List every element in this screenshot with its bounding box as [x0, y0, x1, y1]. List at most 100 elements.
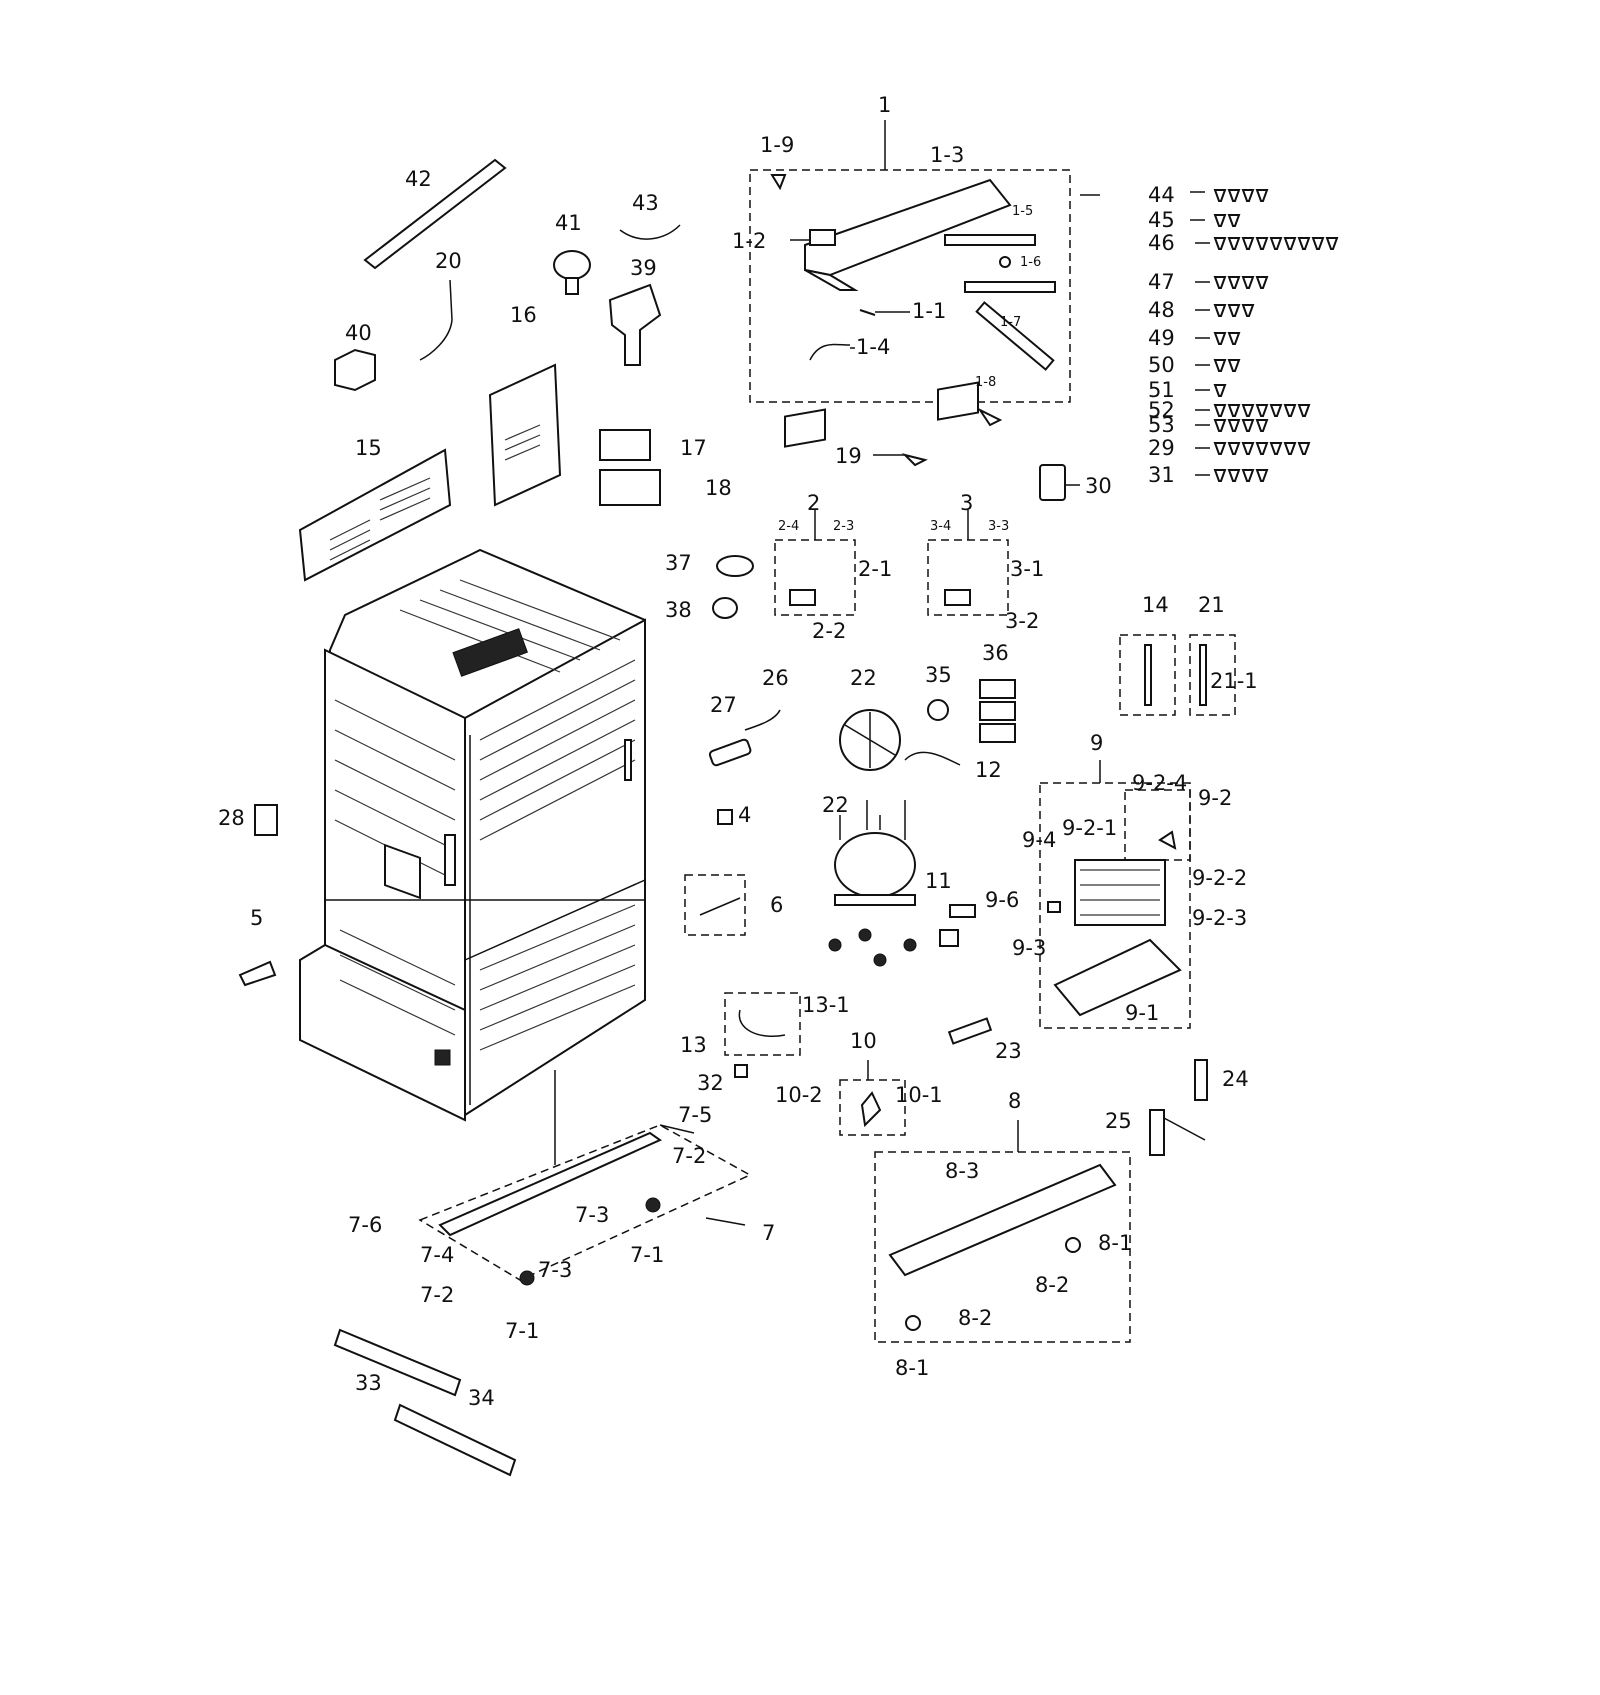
screw-icon [1255, 189, 1269, 202]
callout-labels: 1 1-9 1-3 1-5 1-2 1-6 1-1 1-7 1-4 1-8 42… [218, 93, 1258, 1410]
callout-7-3a: 7-3 [575, 1203, 609, 1227]
group-box-7 [418, 1124, 752, 1281]
part-4 [717, 809, 733, 825]
screw-icon [1213, 404, 1227, 417]
pcb-1-5 [944, 234, 1036, 246]
callout-9-4: 9-4 [1022, 828, 1056, 852]
wire-12 [904, 751, 961, 766]
screw-icon [1213, 442, 1227, 455]
hardware-label: 53 [1148, 413, 1175, 437]
screw-icon [1213, 276, 1227, 289]
callout-26: 26 [762, 666, 789, 690]
screw-icon [1227, 442, 1241, 455]
callout-7-2a: 7-2 [672, 1144, 706, 1168]
cover-1-8 [975, 301, 1055, 371]
callout-32: 32 [697, 1071, 724, 1095]
screw-icon [1255, 469, 1269, 482]
clip-below-1 [977, 407, 1003, 427]
callout-3: 3 [960, 491, 973, 515]
callout-25: 25 [1105, 1109, 1132, 1133]
part-near-11a [949, 904, 976, 918]
part-19 [901, 453, 928, 467]
callout-17: 17 [680, 436, 707, 460]
callout-18: 18 [705, 476, 732, 500]
hardware-label: 51 [1148, 378, 1175, 402]
callout-21: 21 [1198, 593, 1225, 617]
callout-42: 42 [405, 167, 432, 191]
callout-7-4: 7-4 [420, 1243, 454, 1267]
callout-28: 28 [218, 806, 245, 830]
callout-8-2b: 8-2 [958, 1306, 992, 1330]
callout-1-5: 1-5 [1012, 204, 1033, 219]
screw-icon [1213, 384, 1227, 397]
callout-9-2: 9-2 [1198, 786, 1232, 810]
screw-icon [1241, 276, 1255, 289]
hardware-label: 44 [1148, 183, 1175, 207]
callout-21-1: 21-1 [1210, 669, 1258, 693]
callout-7: 7 [762, 1221, 775, 1245]
callout-15: 15 [355, 436, 382, 460]
screw-icon [1213, 304, 1227, 317]
bracket-1-2 [809, 229, 836, 246]
callout-7-1a: 7-1 [630, 1243, 664, 1267]
group-box-9-2 [1124, 789, 1191, 861]
callout-7-3b: 7-3 [538, 1258, 572, 1282]
hardware-label: 52 [1148, 398, 1175, 422]
callout-9-2-4: 9-2-4 [1132, 771, 1187, 795]
tray-9-1 [1053, 938, 1182, 1017]
grommet-1-6 [999, 256, 1011, 268]
screw-icon [1283, 404, 1297, 417]
callout-3-3: 3-3 [988, 519, 1009, 534]
callout-2-4: 2-4 [778, 519, 799, 534]
callout-40: 40 [345, 321, 372, 345]
callout-16: 16 [510, 303, 537, 327]
callout-11: 11 [925, 869, 952, 893]
part-5 [238, 960, 277, 987]
callout-7-5: 7-5 [678, 1103, 712, 1127]
roller-7-1a [645, 1197, 661, 1213]
part-25 [1149, 1109, 1206, 1156]
screw-icon [1241, 419, 1255, 432]
callout-19: 19 [835, 444, 862, 468]
hardware-label: 31 [1148, 463, 1175, 487]
callout-10-2: 10-2 [775, 1083, 823, 1107]
screw-icon [1227, 359, 1241, 372]
screw-icon [1213, 419, 1227, 432]
fan-10 [860, 1091, 882, 1128]
screw-icon [1269, 237, 1283, 250]
callout-2-3: 2-3 [833, 519, 854, 534]
hardware-label: 49 [1148, 326, 1175, 350]
callout-39: 39 [630, 256, 657, 280]
screw-icon [1255, 237, 1269, 250]
evaporator-9-4 [1074, 859, 1166, 926]
part-32 [734, 1064, 748, 1078]
hardware-label: 45 [1148, 208, 1175, 232]
compressor-11 [828, 800, 917, 967]
part-28 [254, 804, 278, 836]
part-23 [947, 1017, 993, 1045]
part-38 [712, 597, 738, 619]
callout-36: 36 [982, 641, 1009, 665]
part-1-1 [859, 309, 876, 316]
screw-icon [1297, 442, 1311, 455]
wire-26 [744, 709, 781, 731]
callout-9-6: 9-6 [985, 888, 1019, 912]
screw-icon [1227, 332, 1241, 345]
wire-1-4 [809, 343, 851, 361]
callout-7-1b: 7-1 [505, 1319, 539, 1343]
callout-1-3: 1-3 [930, 143, 964, 167]
parts-36 [979, 679, 1016, 743]
screw-icon [1241, 404, 1255, 417]
screw-icon [1283, 237, 1297, 250]
roller-8-1a [1065, 1237, 1081, 1253]
callout-1-8: 1-8 [975, 375, 996, 390]
screw-icon [1325, 237, 1339, 250]
callout-13-1: 13-1 [802, 993, 850, 1017]
wire-43 [619, 224, 681, 240]
callout-4: 4 [738, 803, 751, 827]
screw-icon [1213, 214, 1227, 227]
screw-icon [1241, 469, 1255, 482]
hardware-label: 46 [1148, 231, 1175, 255]
part-40 [334, 348, 376, 392]
screw-icon [1227, 304, 1241, 317]
